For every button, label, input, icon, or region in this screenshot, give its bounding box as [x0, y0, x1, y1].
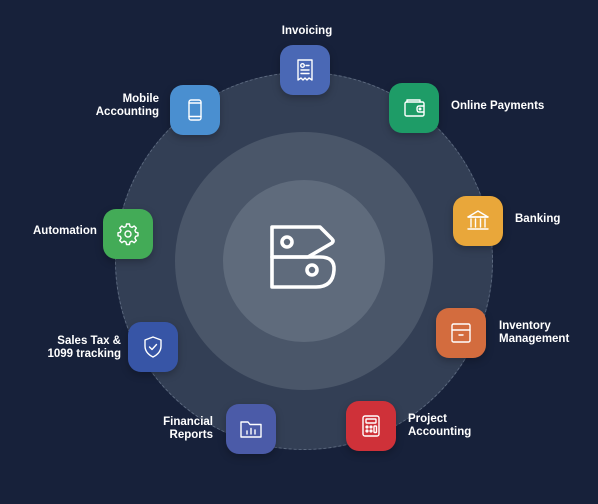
project-accounting-label: Project Accounting: [408, 413, 472, 438]
box-icon: [451, 323, 471, 343]
financial-reports-label: Financial Reports: [163, 416, 213, 441]
sales-tax-label: Sales Tax & 1099 tracking: [47, 335, 121, 360]
bank-icon: [467, 210, 489, 230]
folder-chart-icon: [240, 421, 262, 438]
banking-label: Banking: [515, 213, 561, 225]
financial-reports-node[interactable]: [226, 404, 276, 454]
online-payments-node[interactable]: [389, 83, 439, 133]
shield-check-icon: [144, 336, 162, 358]
zoho-books-logo-icon: [270, 225, 336, 289]
inventory-management-node[interactable]: [436, 308, 486, 358]
invoice-icon: [297, 59, 313, 81]
calculator-icon: [362, 415, 380, 437]
inner-ring: [223, 180, 385, 342]
project-accounting-node[interactable]: [346, 401, 396, 451]
automation-node[interactable]: [103, 209, 153, 259]
online-payments-label: Online Payments: [451, 100, 545, 112]
invoicing-node[interactable]: [280, 45, 330, 95]
banking-node[interactable]: [453, 196, 503, 246]
sales-tax-node[interactable]: [128, 322, 178, 372]
gear-icon: [117, 223, 139, 246]
mobile-accounting-node[interactable]: [170, 85, 220, 135]
automation-label: Automation: [33, 225, 97, 237]
inventory-management-label: Inventory Management: [499, 320, 570, 345]
mobile-phone-icon: [188, 99, 202, 121]
wallet-icon: [404, 99, 425, 117]
invoicing-label: Invoicing: [281, 25, 333, 37]
mobile-accounting-label: Mobile Accounting: [95, 93, 159, 118]
